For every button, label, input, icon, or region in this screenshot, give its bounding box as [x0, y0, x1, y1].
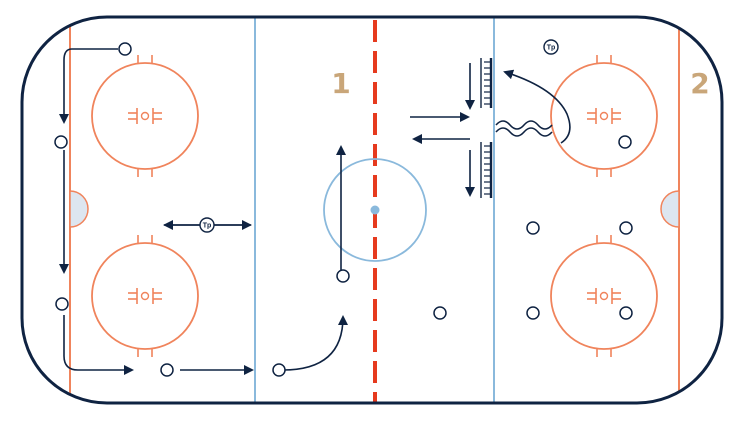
movement-arrow [59, 48, 118, 124]
rink-boards [20, 15, 724, 405]
goal-crease-left [69, 190, 89, 228]
pylon-stack [480, 58, 493, 108]
movement-arrow [503, 69, 571, 144]
player-marker [526, 306, 540, 320]
faceoff-circle [91, 235, 199, 357]
player-marker [433, 306, 447, 320]
zone-label-2: 2 [690, 67, 709, 100]
faceoff-circles [91, 55, 658, 357]
movement-arrow [282, 315, 348, 371]
goal-crease-right [660, 190, 680, 228]
pylon-stacks [480, 58, 493, 198]
pylon-stack [480, 142, 493, 198]
faceoff-circle [550, 235, 658, 357]
player-marker [336, 269, 350, 283]
movement-arrow [63, 315, 134, 375]
player-marker [526, 221, 540, 235]
faceoff-circle [91, 55, 199, 177]
player-marker [54, 135, 68, 149]
tp-label-neutral: Tp [203, 223, 212, 230]
player-marker [619, 306, 633, 320]
skating-path [495, 120, 553, 137]
center-ice-dot [370, 205, 380, 215]
center-ice-circle [323, 158, 427, 262]
player-marker [160, 363, 174, 377]
player-marker [619, 221, 633, 235]
player-marker [272, 363, 286, 377]
tp-label-offensive: Tp [547, 45, 556, 52]
movement-paths [59, 48, 571, 375]
players [54, 42, 633, 377]
zone-label-1: 1 [331, 67, 350, 100]
tp-marker-offensive: Tp [543, 39, 559, 55]
tp-marker-neutral: Tp [199, 217, 215, 233]
player-marker [55, 297, 69, 311]
faceoff-circle [550, 55, 658, 177]
player-marker [118, 42, 132, 56]
player-marker [618, 135, 632, 149]
